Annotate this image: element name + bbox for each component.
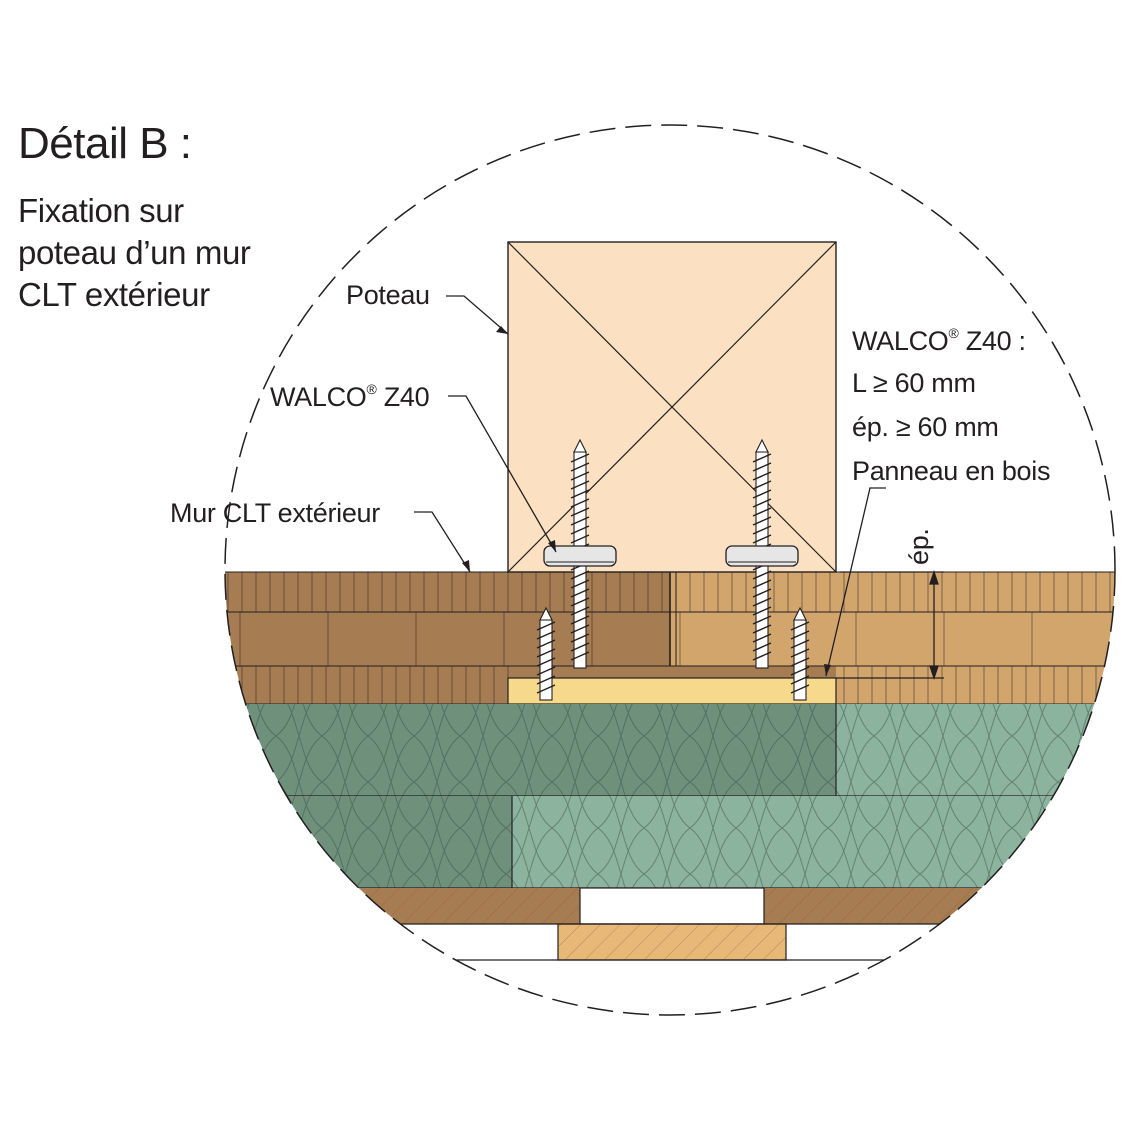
wood-panel (507, 677, 837, 705)
walco-z40-screw-left (543, 438, 617, 669)
thickness-dimension-label: ép. (904, 528, 934, 565)
label-walco-right: WALCO® Z40 : (852, 325, 1026, 356)
clt-wall (225, 571, 1115, 705)
insulation-layer-2 (225, 796, 1115, 889)
walco-z40-screw-right (725, 438, 799, 669)
label-walco-left: WALCO® Z40 (270, 381, 429, 412)
construction-section (225, 241, 1115, 961)
post (507, 241, 837, 573)
label-panel: Panneau en bois (852, 456, 1050, 486)
label-poteau: Poteau (346, 280, 430, 310)
subtitle-line-2: poteau d’un mur (18, 234, 251, 271)
subtitle-line-1: Fixation sur (18, 192, 184, 229)
subtitle-line-3: CLT extérieur (18, 276, 210, 313)
panel-screw-left (536, 606, 556, 701)
label-spec-thickness: ép. ≥ 60 mm (852, 412, 999, 442)
thickness-dimension (836, 569, 944, 681)
label-spec-length: L ≥ 60 mm (852, 368, 976, 398)
label-mur-clt: Mur CLT extérieur (170, 498, 380, 528)
page-title: Détail B : (18, 119, 192, 168)
washer-icon (725, 545, 799, 567)
leader-lines (414, 295, 886, 677)
detail-circle (224, 124, 1116, 1016)
leader-arrows (462, 326, 831, 676)
battens (225, 887, 1115, 961)
insulation-layer-1 (225, 704, 1115, 797)
screws (536, 438, 810, 701)
washer-icon (543, 545, 617, 567)
panel-screw-right (790, 606, 810, 701)
